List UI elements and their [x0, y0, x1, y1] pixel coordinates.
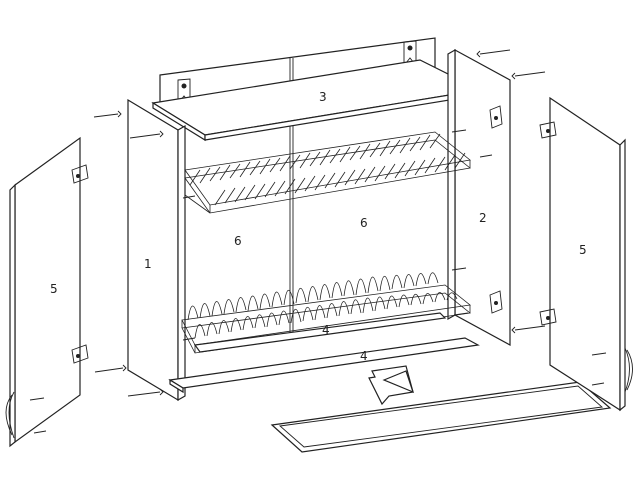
rack-area-number-left: 6 — [234, 234, 242, 248]
screw-icon — [94, 364, 127, 373]
left-side-panel: 1 — [127, 98, 186, 402]
right-side-number: 2 — [479, 211, 487, 225]
screw-icon — [511, 325, 546, 334]
bottom-tray — [270, 381, 612, 453]
right-door-hinge-lower-icon — [539, 308, 557, 326]
screw-icon — [451, 267, 467, 271]
left-door-number: 5 — [50, 282, 58, 296]
left-side-number: 1 — [144, 257, 152, 271]
screw-icon — [591, 382, 605, 386]
screw-icon — [29, 397, 45, 401]
lower-dish-rack — [181, 272, 471, 354]
screw-icon — [129, 130, 164, 139]
tray-front-number: 4 — [360, 349, 368, 363]
insert-arrow-icon — [368, 365, 414, 406]
screw-icon — [591, 352, 607, 356]
right-door-hinge-upper-icon — [539, 121, 557, 139]
screw-icon — [182, 195, 196, 199]
right-door-handle-icon — [624, 347, 633, 393]
right-side-hinge-upper-icon — [489, 105, 503, 129]
screw-icon — [511, 71, 546, 80]
top-panel: 3 — [151, 59, 482, 142]
screw-icon — [182, 337, 196, 341]
tray-back-number: 4 — [322, 323, 330, 337]
top-panel-number: 3 — [319, 90, 327, 104]
screw-icon — [479, 154, 493, 158]
screw-icon — [453, 312, 469, 316]
screw-icon — [93, 110, 122, 118]
drip-tray-front: 4 — [168, 337, 480, 394]
upper-dish-rack — [184, 131, 471, 214]
screw-icon — [127, 388, 164, 397]
left-door-hinge-lower-icon — [71, 344, 89, 364]
screw-icon — [451, 129, 467, 133]
right-door: 5 — [549, 96, 626, 412]
drip-tray-back: 4 — [193, 312, 447, 353]
right-side-panel: 2 — [447, 48, 511, 347]
right-door-number: 5 — [579, 243, 587, 257]
right-side-hinge-lower-icon — [489, 290, 503, 314]
rack-area-number-right: 6 — [360, 216, 368, 230]
left-door: 5 — [9, 136, 81, 448]
screw-icon — [476, 49, 511, 58]
left-door-handle-icon — [5, 391, 15, 439]
screw-icon — [33, 430, 47, 434]
left-door-hinge-upper-icon — [71, 164, 89, 184]
